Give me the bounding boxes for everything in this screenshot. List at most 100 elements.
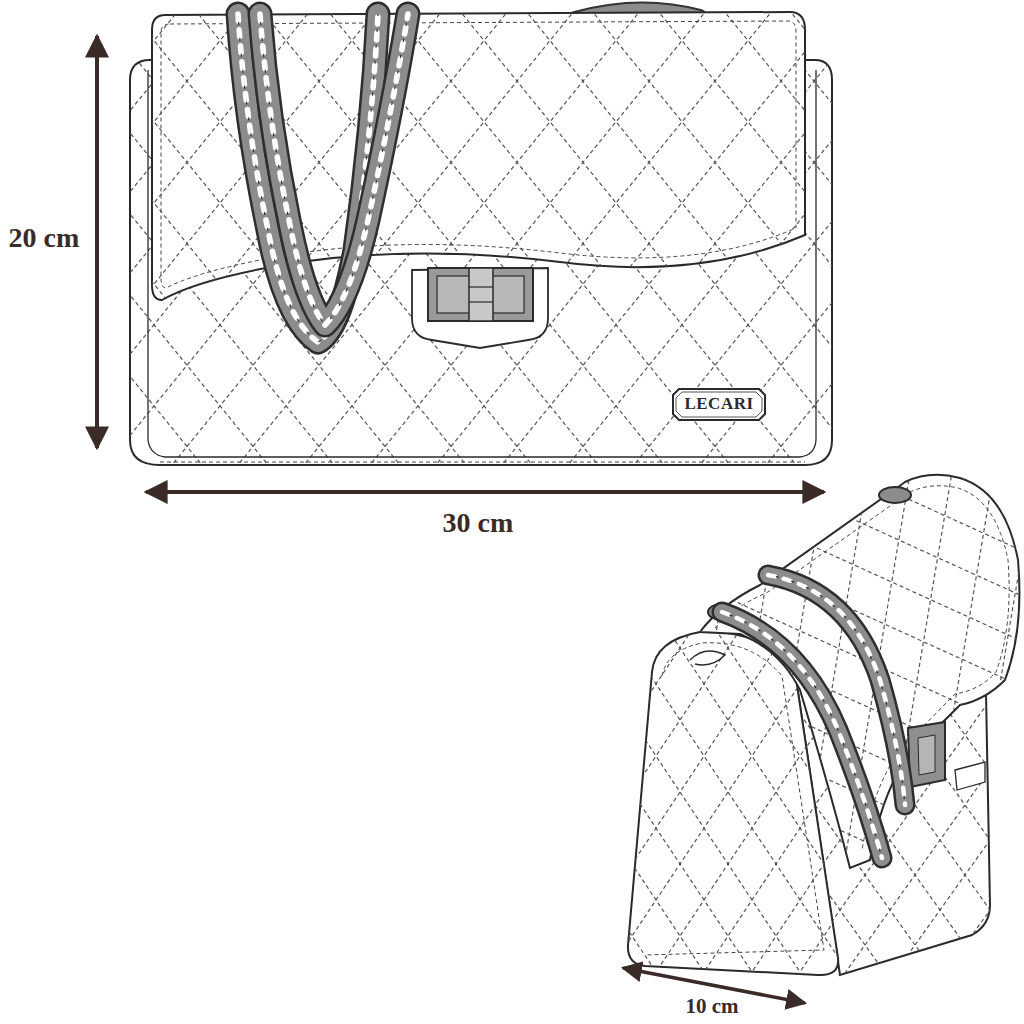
quilt-stitch: [0, 0, 220, 520]
logo-plate: [955, 762, 985, 790]
quilt-stitch: [682, 0, 1024, 520]
quilt-stitch: [424, 0, 879, 520]
quilt-stitch: [556, 0, 1011, 520]
quilt-stitch: [853, 0, 1024, 520]
quilt-stitch: [0, 600, 261, 1000]
quilt-stitch: [0, 0, 412, 520]
quilt-stitch: [0, 600, 232, 1000]
quilt-stitch: [0, 812, 339, 1024]
logo-label: LECARI: [672, 388, 766, 421]
quilt-stitch: [0, 837, 294, 1024]
quilt-stitch: [88, 0, 543, 520]
quilt-stitch: [622, 0, 1024, 520]
quilt-stitch: [847, 0, 1024, 520]
gusset-fold: [690, 651, 725, 665]
quilt-stitch: [629, 402, 1024, 925]
quilt-stitch: [951, 231, 1024, 754]
quilt-stitch: [124, 670, 606, 1024]
quilt-stitch: [264, 600, 531, 1000]
quilt-stitch: [0, 0, 418, 520]
quilt-stitch: [376, 600, 662, 1000]
chain-links: [768, 575, 905, 805]
quilt-stitch: [0, 600, 111, 1000]
quilt-stitch: [0, 739, 477, 1024]
quilt-stitch: [157, 600, 424, 1000]
quilt-stitch: [919, 0, 1024, 520]
quilt-stitch: [979, 0, 1024, 520]
quilt-stitch: [397, 600, 664, 1000]
bag-flap: [700, 475, 1019, 868]
quilt-stitch: [28, 0, 483, 520]
chain-outline: [768, 575, 905, 805]
quilt-stitch: [26, 600, 312, 1000]
quilt-stitch: [504, 600, 771, 1000]
quilt-stitch: [454, 495, 936, 1018]
quilt-stitch: [276, 600, 562, 1000]
quilt-stitch: [301, 600, 568, 1000]
dimension-arrow: [146, 490, 824, 494]
quilt-stitch: [109, 600, 376, 1000]
quilt-stitch: [814, 0, 1024, 520]
quilt-stitch: [369, 600, 655, 1000]
quilt-stitch: [729, 349, 1024, 872]
quilt-stitch: [94, 0, 549, 520]
quilt-stitch: [456, 600, 723, 1000]
quilt-stitch: [0, 0, 115, 520]
quilt-stitch: [126, 600, 412, 1000]
quilt-stitch: [354, 548, 836, 1024]
quilt-stitch: [0, 0, 148, 520]
quilt-stitch: [905, 255, 1024, 778]
quilt-stitch: [820, 0, 1024, 520]
chain-strap: [238, 14, 408, 342]
quilt-stitch: [490, 0, 945, 520]
quilt-stitch: [0, 600, 184, 1000]
quilt-stitch: [226, 600, 512, 1000]
dimension-label: 30 cm: [441, 508, 516, 539]
quilt-stitch: [0, 910, 156, 1024]
quilt-stitch: [0, 600, 136, 1000]
quilt-stitch: [0, 886, 202, 1024]
quilt-stitch: [997, 206, 1024, 729]
quilt-stitch: [1021, 600, 1024, 1000]
quilt-stitch: [0, 764, 431, 1024]
quilt-stitch: [160, 0, 615, 520]
quilt-stitch: [0, 0, 214, 520]
quilt-stitch: [226, 0, 681, 520]
quilt-stitch: [61, 600, 328, 1000]
quilt-stitch: [0, 0, 16, 520]
quilt-stitch: [484, 0, 939, 520]
logo-plate-inner: [676, 392, 762, 417]
quilt-stitch: [0, 0, 154, 520]
turn-lock-bar: [469, 301, 493, 302]
brand-name: LECARI: [684, 395, 754, 414]
quilt-stitch: [446, 499, 928, 1022]
quilt-stitch: [270, 593, 752, 1024]
quilt-stitch: [0, 600, 61, 1000]
quilt-stitch: [0, 983, 18, 1024]
quilt-stitch: [683, 373, 1024, 896]
quilt-stitch: [500, 471, 982, 994]
quilt-stitch: [120, 600, 387, 1000]
quilt-stitch: [0, 959, 64, 1024]
quilt-stitch: [326, 600, 612, 1000]
clasp-plate: [412, 268, 548, 348]
quilt-stitch: [1012, 0, 1024, 520]
quilt-stitch: [638, 397, 1024, 920]
quilt-stitch: [492, 475, 974, 998]
quilt-stitch: [445, 600, 712, 1000]
quilt-stitch: [781, 0, 1024, 520]
quilt-stitch: [959, 227, 1024, 750]
chain-body: [768, 575, 905, 805]
quilting: [0, 0, 1024, 520]
turn-lock: [428, 268, 533, 321]
chain-ring: [879, 487, 911, 503]
quilt-stitch: [675, 377, 1024, 900]
dimension-lines: [97, 36, 824, 1003]
quilt-stitch: [0, 0, 49, 520]
quilt-stitch: [754, 0, 1024, 520]
quilt-stitch: [913, 0, 1024, 520]
quilt-stitch: [316, 568, 798, 1024]
